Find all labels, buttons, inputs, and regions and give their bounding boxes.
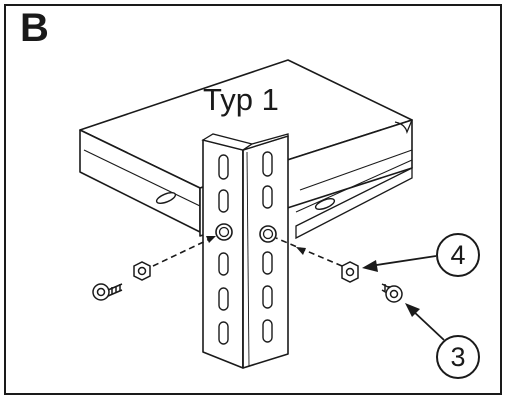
callout-4: 4 [436,233,480,277]
alignment-line-left [152,235,217,267]
nut-right [341,261,359,283]
leader-line-3 [411,309,445,341]
post-slots-left [218,154,229,345]
bolt-left [92,283,123,301]
type-label: Typ 1 [203,82,279,117]
callout-3: 3 [436,335,480,379]
nut-left [133,261,151,281]
figure-frame [4,4,502,395]
leader-arrow-3 [405,303,420,317]
shelf-slot-left [155,192,177,204]
bolt-right [381,283,403,303]
leader-line-4 [369,255,437,267]
seated-bolt-right [259,225,277,243]
shelf-slot-right [314,198,336,210]
step-letter: B [20,6,49,50]
leader-arrow-4 [362,260,378,272]
post-slots-right [262,151,273,343]
seated-bolt-left [215,223,233,241]
alignment-line-right [275,237,343,267]
